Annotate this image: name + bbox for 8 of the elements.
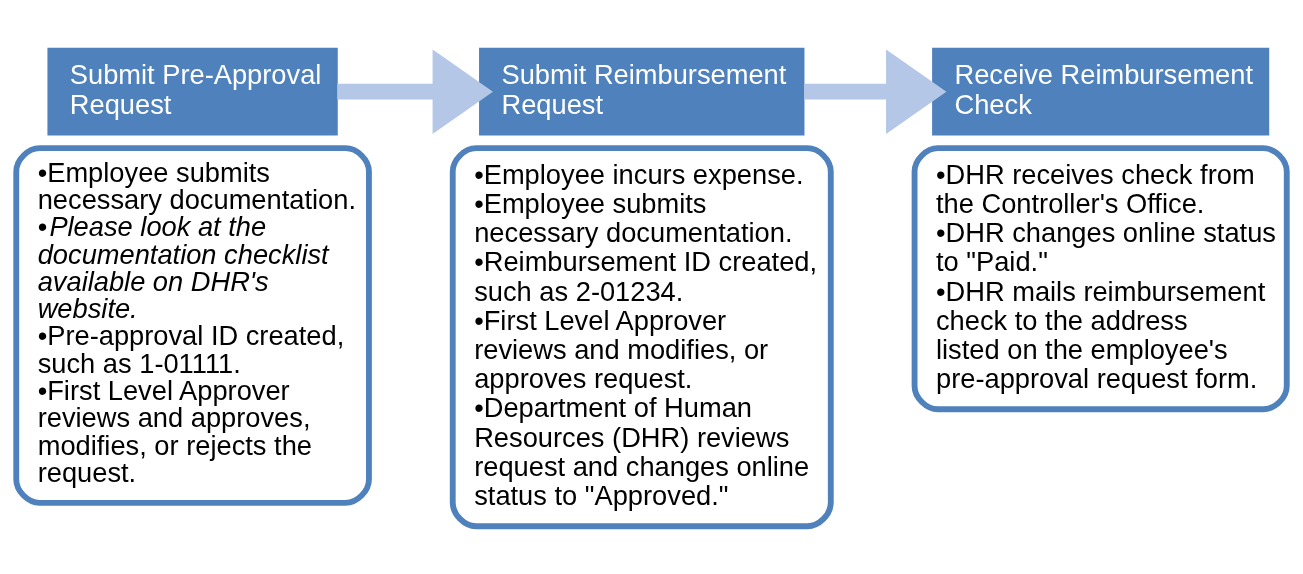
node-box: Submit Reimbursement Request (479, 47, 805, 135)
node-box: •DHR receives check from the Controller's Office. •DHR changes online status to "Paid." •DHR mails reimbursement check to the address listed on the employee's pre-approval request form. (911, 144, 1290, 412)
node-box: •Employee incurs expense. •Employee submits necessary documentation. •Reimbursement ID created, such as 2-01234. •First Level Approver reviews and modifies, or approves request. •Department of Human Resources (DHR) reviews request and changes online status to "Approved." (449, 144, 834, 529)
arrow (337, 48, 493, 134)
node-box: Submit Pre-Approval Request (47, 47, 338, 135)
node-box: •Employee submits necessary documentation. •Please look at the documentation checklist available on DHR's website. •Pre-approval ID created, such as 1-01111. •First Level Approver reviews and approves, modifies, or rejects the request. (13, 144, 372, 506)
node-box: Receive Reimbursement Check (932, 47, 1270, 135)
arrow (804, 48, 947, 134)
